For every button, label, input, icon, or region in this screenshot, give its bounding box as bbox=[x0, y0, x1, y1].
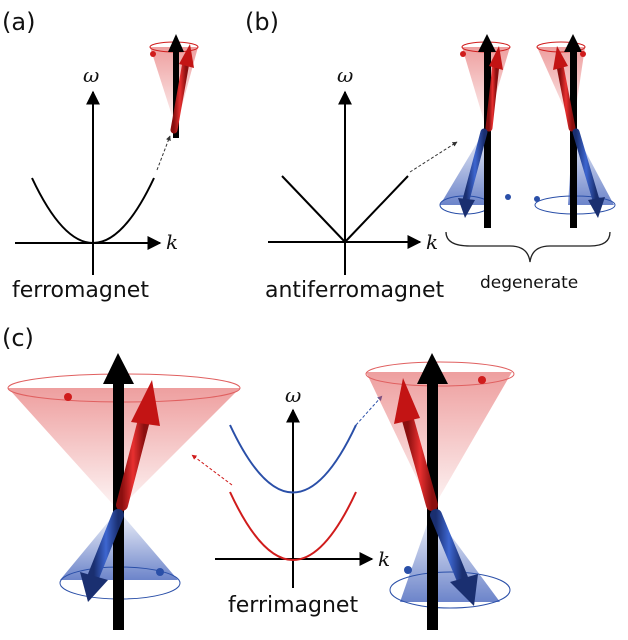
blue-arrowhead bbox=[588, 197, 605, 218]
panel-c-label: (c) bbox=[2, 324, 34, 352]
red-arrowhead bbox=[553, 46, 568, 70]
orbit-dot-blue bbox=[505, 194, 511, 200]
panel-c-blue-pointer bbox=[355, 395, 383, 426]
red-arrowhead bbox=[131, 380, 160, 426]
panel-a-omega-label: ω bbox=[83, 63, 99, 87]
black-arrowhead bbox=[168, 34, 184, 52]
degenerate-label: degenerate bbox=[480, 273, 578, 293]
blue-spin-arrow bbox=[572, 128, 600, 204]
black-axis-arrow bbox=[173, 50, 179, 138]
orbit-dot-blue bbox=[404, 566, 412, 574]
panel-b-spin-left bbox=[439, 34, 511, 228]
black-axis-arrow bbox=[484, 48, 491, 228]
panel-c-spin-left bbox=[7, 353, 241, 630]
red-spin-arrow bbox=[116, 414, 150, 511]
panel-a-caption: ferromagnet bbox=[12, 278, 149, 303]
blue-arrowhead bbox=[458, 198, 475, 218]
blue-spin-arrow bbox=[88, 509, 124, 581]
orbit-dot-blue bbox=[156, 568, 164, 576]
black-arrowhead bbox=[417, 353, 448, 384]
panel-c-spin-right bbox=[365, 353, 515, 630]
red-spin-arrow bbox=[170, 58, 190, 134]
panel-c-upper-branch bbox=[229, 424, 357, 494]
black-arrowhead bbox=[103, 353, 134, 384]
red-spin-arrow bbox=[556, 62, 576, 132]
orbit-dot-blue bbox=[534, 196, 540, 202]
precession-orbit-bottom bbox=[389, 571, 511, 609]
red-arrowhead bbox=[394, 378, 420, 424]
panel-a-spin-precession bbox=[149, 34, 199, 138]
panel-b-label: (b) bbox=[245, 8, 279, 36]
orbit-dot-red bbox=[580, 51, 586, 57]
black-arrowhead bbox=[564, 34, 582, 52]
blue-arrowhead bbox=[450, 574, 478, 606]
red-arrowhead bbox=[179, 44, 194, 68]
blue-spin-arrow bbox=[462, 128, 488, 204]
panel-c-lower-branch bbox=[229, 491, 357, 561]
black-axis-arrow bbox=[570, 48, 577, 228]
panel-a-pointer-arrow bbox=[156, 135, 171, 171]
panel-c-omega-label: ω bbox=[285, 383, 301, 407]
panel-a-dispersion-curve bbox=[31, 177, 155, 244]
panel-c-k-label: k bbox=[378, 547, 390, 571]
red-spin-arrow bbox=[485, 60, 500, 132]
panel-b-dispersion-curve bbox=[281, 175, 409, 244]
panel-a-plot: ω k ferromagnet bbox=[12, 63, 178, 303]
precession-orbit-top bbox=[536, 41, 586, 53]
panel-a-label: (a) bbox=[2, 8, 35, 36]
blue-spin-arrow bbox=[430, 509, 468, 584]
panel-b-pointer-arrow bbox=[409, 141, 458, 173]
black-arrowhead bbox=[478, 34, 496, 52]
blue-arrowhead bbox=[80, 572, 108, 602]
precession-orbit-top bbox=[365, 361, 515, 387]
red-spin-arrow bbox=[402, 414, 438, 511]
panel-b-caption: antiferromagnet bbox=[265, 278, 444, 303]
orbit-dot bbox=[150, 51, 156, 57]
panel-b-omega-label: ω bbox=[337, 63, 353, 87]
orbit-dot-red bbox=[478, 376, 486, 384]
panel-c-plot: ω k ferrimagnet bbox=[191, 383, 390, 618]
panel-a-k-label: k bbox=[166, 230, 178, 254]
panel-c-caption: ferrimagnet bbox=[228, 593, 358, 618]
orbit-dot-red bbox=[64, 393, 72, 401]
red-cone bbox=[366, 372, 512, 510]
red-arrowhead bbox=[489, 46, 503, 70]
panel-c-red-pointer bbox=[191, 454, 233, 486]
panel-b-k-label: k bbox=[426, 230, 438, 254]
degenerate-brace bbox=[445, 231, 611, 263]
panel-b-spin-right bbox=[534, 34, 616, 228]
orbit-dot-red bbox=[460, 51, 466, 57]
panel-b-plot: ω k antiferromagnet degenerate bbox=[265, 63, 611, 303]
